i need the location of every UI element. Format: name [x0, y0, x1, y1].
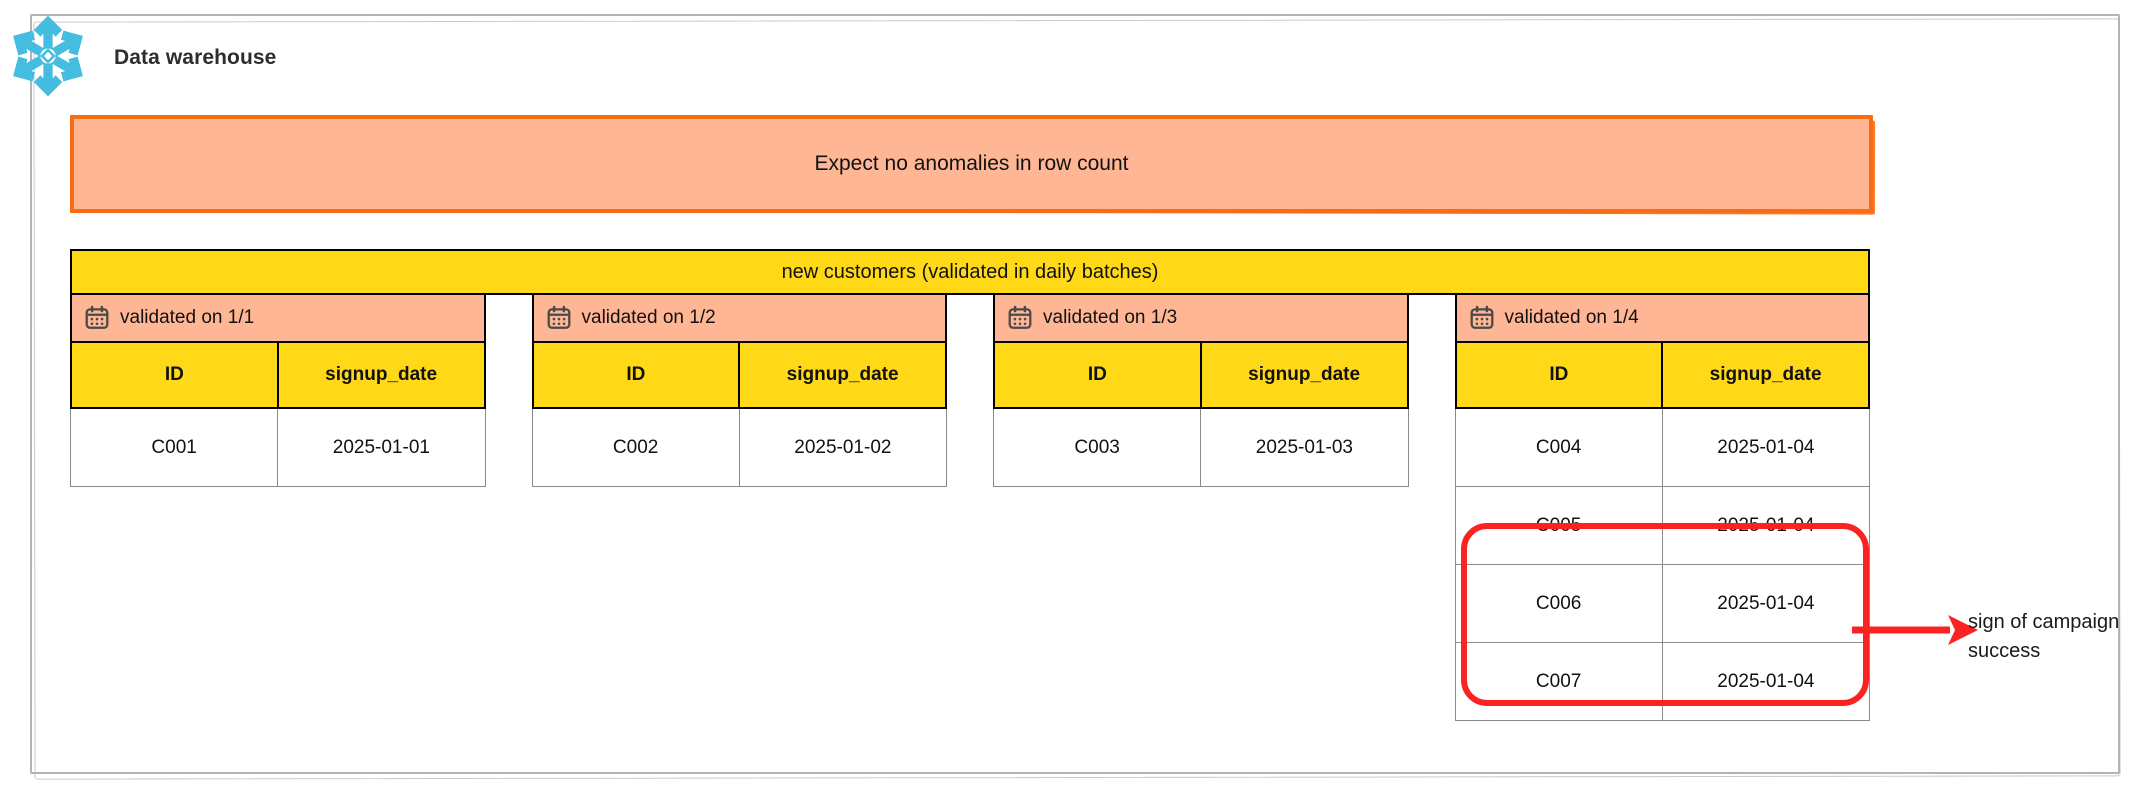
table-row[interactable]: C002 2025-01-02: [531, 409, 947, 487]
batch-column-4: validated on 1/4 ID signup_date C004 202…: [1454, 295, 1870, 721]
calendar-icon: [85, 305, 109, 329]
expectation-banner-label: Expect no anomalies in row count: [814, 152, 1129, 175]
batch-header-label: validated on 1/3: [1043, 307, 1178, 328]
batch-header-2: validated on 1/2: [531, 295, 947, 343]
batch-column-2: validated on 1/2 ID signup_date C002 202…: [531, 295, 947, 487]
batch-column-1: validated on 1/1 ID signup_date C001 202…: [70, 295, 486, 487]
table-title: new customers (validated in daily batche…: [70, 249, 1870, 295]
cell-signup-date: 2025-01-01: [277, 409, 484, 486]
cell-signup-date: 2025-01-04: [1661, 487, 1869, 564]
column-header-signup-date: signup_date: [1199, 343, 1407, 407]
batch-column-3: validated on 1/3 ID signup_date C003 202…: [993, 295, 1409, 487]
warehouse-frame: [30, 14, 2120, 774]
column-header-signup-date: signup_date: [738, 343, 945, 407]
batch-header-1: validated on 1/1: [70, 295, 486, 343]
batch-columns: validated on 1/1 ID signup_date C001 202…: [70, 295, 1870, 721]
cell-id: C004: [1535, 436, 1582, 458]
table-row[interactable]: C003 2025-01-03: [993, 409, 1409, 487]
column-header-row-1: ID signup_date: [70, 343, 486, 409]
table-row[interactable]: C001 2025-01-01: [70, 409, 486, 487]
calendar-icon: [1008, 305, 1032, 329]
column-header-row-2: ID signup_date: [531, 343, 947, 409]
column-header-row-4: ID signup_date: [1454, 343, 1870, 409]
snowflake-icon: [13, 15, 83, 97]
column-header-signup-date: signup_date: [276, 343, 484, 407]
table-row[interactable]: C006 2025-01-04: [1454, 565, 1870, 643]
cell-signup-date: 2025-01-03: [1200, 409, 1407, 486]
cell-signup-date: 2025-01-02: [738, 409, 946, 486]
new-customers-table: new customers (validated in daily batche…: [70, 249, 1870, 721]
cell-id: C002: [612, 436, 659, 458]
calendar-icon: [1470, 305, 1493, 329]
batch-header-label: validated on 1/1: [120, 307, 255, 328]
column-header-id: ID: [1087, 364, 1107, 385]
batch-header-label: validated on 1/2: [581, 307, 716, 328]
cell-signup-date: 2025-01-04: [1661, 643, 1869, 720]
cell-id: C005: [1535, 514, 1582, 536]
page-title: Data warehouse: [114, 46, 277, 69]
column-header-id: ID: [164, 364, 184, 385]
cell-signup-date: 2025-01-04: [1661, 565, 1869, 642]
cell-id: C007: [1535, 670, 1582, 692]
column-header-id: ID: [626, 364, 646, 385]
cell-id: C001: [151, 436, 197, 458]
column-header-row-3: ID signup_date: [993, 343, 1409, 409]
expectation-banner: Expect no anomalies in row count: [70, 115, 1873, 213]
column-header-signup-date: signup_date: [1661, 343, 1868, 407]
cell-id: C006: [1535, 592, 1582, 614]
cell-signup-date: 2025-01-04: [1661, 409, 1869, 486]
table-row[interactable]: C005 2025-01-04: [1454, 487, 1870, 565]
annotation-label: sign of campaign success: [1968, 611, 2120, 662]
batch-header-4: validated on 1/4: [1454, 295, 1870, 343]
calendar-icon: [547, 305, 570, 329]
table-row[interactable]: C004 2025-01-04: [1454, 409, 1870, 487]
table-row[interactable]: C007 2025-01-04: [1454, 643, 1870, 721]
column-header-id: ID: [1549, 364, 1569, 385]
batch-header-label: validated on 1/4: [1504, 307, 1639, 328]
cell-id: C003: [1074, 436, 1120, 458]
batch-header-3: validated on 1/3: [993, 295, 1409, 343]
